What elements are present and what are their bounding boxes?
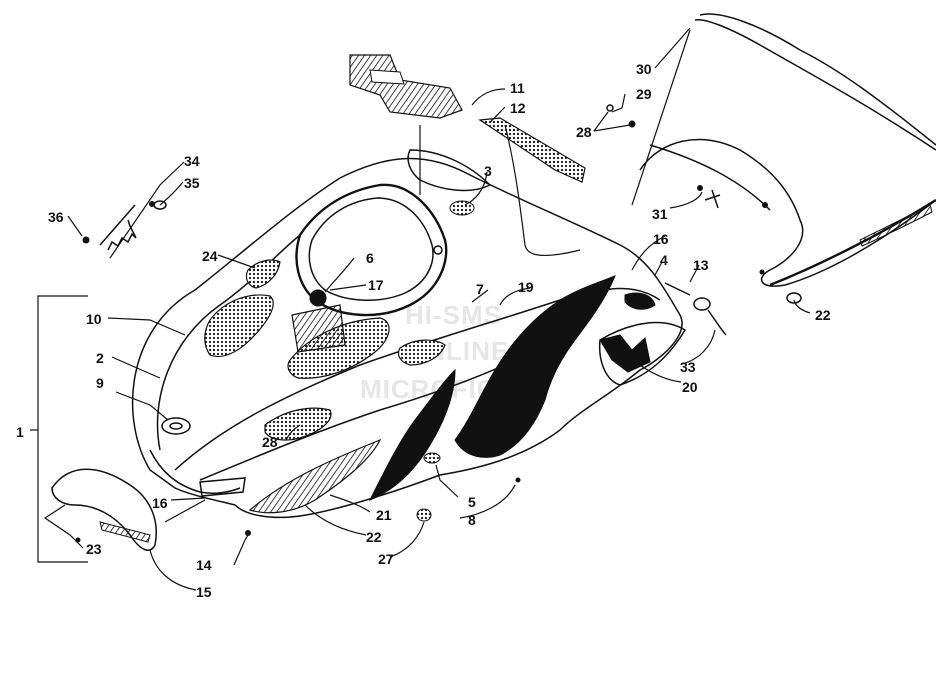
hardware bbox=[51, 104, 727, 551]
callout-10: 10 bbox=[86, 311, 102, 327]
callout-2: 2 bbox=[96, 350, 104, 366]
callout-29: 29 bbox=[636, 86, 652, 102]
watermark-line-1: HI-SMS bbox=[405, 300, 502, 330]
callout-7: 7 bbox=[476, 281, 484, 297]
callout-14: 14 bbox=[196, 557, 212, 573]
callout-6: 6 bbox=[366, 250, 374, 266]
assembly-bracket bbox=[37, 295, 88, 563]
callouts: 1 2 3 4 5 6 7 8 9 10 11 12 13 14 15 16 1… bbox=[16, 61, 831, 600]
callout-30: 30 bbox=[636, 61, 652, 77]
callout-20: 20 bbox=[682, 379, 698, 395]
hood-body bbox=[131, 149, 687, 519]
callout-24: 24 bbox=[202, 248, 218, 264]
callout-27: 27 bbox=[378, 551, 394, 567]
callout-5: 5 bbox=[468, 494, 476, 510]
callout-23: 23 bbox=[86, 541, 102, 557]
callout-16-right: 16 bbox=[653, 231, 669, 247]
callout-12: 12 bbox=[510, 100, 526, 116]
callout-8: 8 bbox=[468, 512, 476, 528]
callout-21: 21 bbox=[376, 507, 392, 523]
callout-34: 34 bbox=[184, 153, 200, 169]
callout-13: 13 bbox=[693, 257, 709, 273]
callout-19: 19 bbox=[518, 279, 534, 295]
decal-parts bbox=[349, 54, 586, 183]
callout-31: 31 bbox=[652, 206, 668, 222]
callout-28: 28 bbox=[576, 124, 592, 140]
callout-9: 9 bbox=[96, 375, 104, 391]
callout-22-windshield: 22 bbox=[815, 307, 831, 323]
callout-17: 17 bbox=[368, 277, 384, 293]
callout-1: 1 bbox=[16, 424, 24, 440]
callout-4: 4 bbox=[660, 252, 668, 268]
callout-36: 36 bbox=[48, 209, 64, 225]
windshield bbox=[639, 13, 936, 304]
callout-15: 15 bbox=[196, 584, 212, 600]
callout-28-hood: 28 bbox=[262, 434, 278, 450]
callout-3: 3 bbox=[484, 163, 492, 179]
callout-11: 11 bbox=[510, 80, 525, 96]
leader-lines bbox=[43, 27, 811, 591]
callout-33: 33 bbox=[680, 359, 696, 375]
callout-22-front: 22 bbox=[366, 529, 382, 545]
callout-16-front: 16 bbox=[152, 495, 168, 511]
callout-35: 35 bbox=[184, 175, 200, 191]
